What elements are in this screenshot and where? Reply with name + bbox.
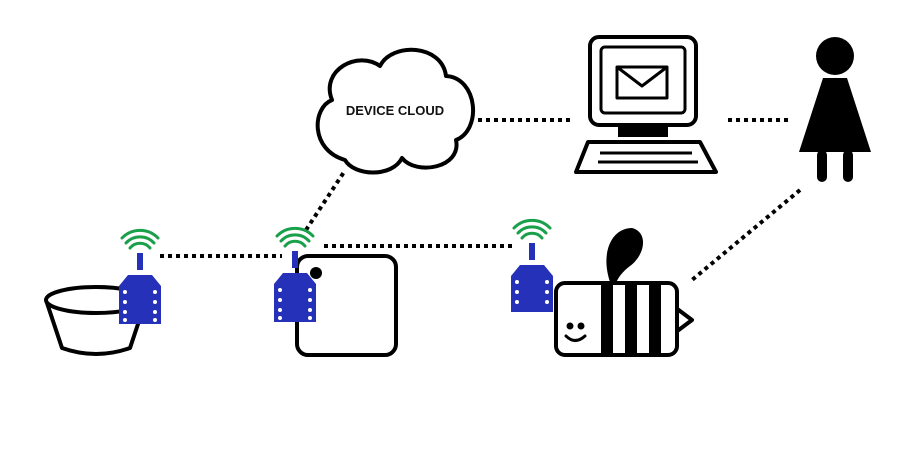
envelope-icon [615,65,669,100]
connection-lines [160,118,802,282]
bee-eye-right [577,322,585,330]
monitor-stand [618,125,668,137]
computer-mail-icon [574,35,718,174]
bee-icon [554,228,694,357]
xbee-radio-icon [511,243,553,312]
bee-wing [606,228,644,283]
bee-stripe [649,283,661,355]
cloud-label: DEVICE CLOUD [346,103,444,118]
device-cloud: DEVICE CLOUD [315,47,476,175]
bee-eye-left [566,322,574,330]
gateway-led [310,267,322,279]
bee-smile [564,334,587,342]
keyboard [574,140,718,174]
bee-stripe [625,283,637,355]
radio-module-gateway [274,226,316,322]
wifi-signal-icon [512,218,552,240]
person-leg-left [817,150,827,182]
wifi-signal-icon [120,228,160,250]
link-person-bee [690,188,802,282]
link-gateway-cloud [304,170,346,232]
bee-body [554,281,679,357]
person-body [799,78,871,152]
bee-stripe [601,283,613,355]
radio-module-bowl [119,228,161,324]
radio-module-bee [511,218,553,312]
person-leg-right [843,150,853,182]
xbee-radio-icon [119,253,161,324]
person-icon [799,37,871,182]
person-head [816,37,854,75]
cloud-icon [315,47,476,175]
xbee-radio-icon [274,251,316,322]
envelope-flap [616,65,668,88]
monitor-screen [599,45,687,115]
wifi-signal-icon [275,226,315,248]
